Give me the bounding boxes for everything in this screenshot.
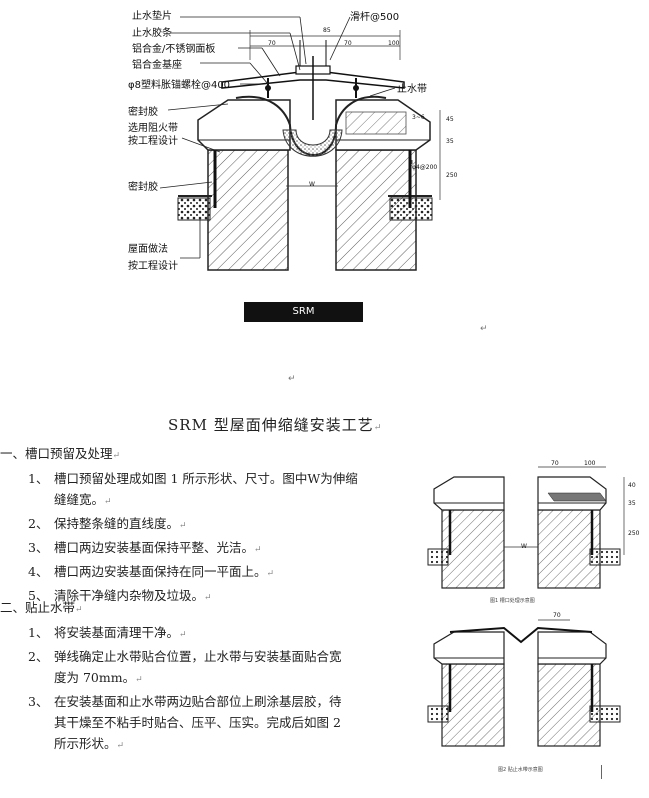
list-item-continuation: 其干燥至不粘手时贴合、压平、压实。完成后如图 2	[54, 715, 341, 730]
expansion-joint-section-diagram	[159, 16, 441, 271]
label-slide-bar: 滑杆@500	[350, 12, 400, 23]
dim-70-right: 70	[344, 40, 352, 47]
label-stop-pad: 止水垫片	[132, 11, 172, 22]
list-item: 4、槽口两边安装基面保持在同一平面上。↵	[28, 564, 275, 579]
fig1-dim-35: 35	[628, 500, 636, 507]
dim-35: 35	[446, 138, 454, 145]
label-alloy-panel: 铝合金/不锈钢面板	[132, 44, 216, 55]
list-item-continuation: 缝缝宽。↵	[54, 492, 112, 507]
srm-badge: SRM	[244, 302, 363, 322]
label-fire-strip: 选用阻火带	[128, 123, 178, 134]
fig1-dim-70: 70	[551, 460, 559, 467]
label-sealant-lower: 密封胶	[128, 182, 158, 193]
dim-bolt: φ4@200	[412, 164, 438, 171]
list-item: 3、槽口两边安装基面保持平整、光洁。↵	[28, 540, 262, 555]
list-item-continuation: 度为 70mm。↵	[54, 670, 143, 685]
paragraph-mark: ↵	[480, 324, 488, 334]
section-heading: 一、槽口预留及处理↵	[0, 446, 121, 461]
figure-1-caption: 图1 槽口处理示意图	[490, 598, 535, 604]
document-title: SRM 型屋面伸缩缝安装工艺↵	[168, 416, 383, 434]
section-2: 二、贴止水带↵ 1、将安装基面清理干净。↵ 2、弹线确定止水带贴合位置，止水带与…	[0, 599, 420, 757]
list-item: 2、保持整条缝的直线度。↵	[28, 516, 187, 531]
label-water-stop: 止水带	[397, 84, 427, 95]
fig2-dim-70: 70	[553, 612, 561, 619]
figure-2-water-stop-diagram	[427, 619, 621, 747]
fig1-dim-40: 40	[628, 482, 636, 489]
list-item: 5、清除干净缝内杂物及垃圾。↵	[28, 588, 212, 603]
section-heading: 二、贴止水带↵	[0, 600, 83, 615]
list-item: 2、弹线确定止水带贴合位置，止水带与安装基面贴合宽	[28, 649, 342, 664]
label-fire-strip-design: 按工程设计	[128, 136, 178, 147]
label-alloy-base: 铝合金基座	[132, 60, 182, 71]
dim-w: W	[309, 181, 315, 188]
list-item: 3、在安装基面和止水带两边贴合部位上刷涂基层胶，待	[28, 694, 342, 709]
fig1-dim-250: 250	[628, 530, 640, 537]
list-item: 1、将安装基面清理干净。↵	[28, 625, 187, 640]
fig1-dim-w: W	[521, 543, 527, 550]
label-roof-design: 按工程设计	[128, 261, 178, 272]
dim-100: 100	[388, 40, 400, 47]
dim-250: 250	[446, 172, 458, 179]
label-roof-method: 屋面做法	[128, 244, 168, 255]
label-stop-strip: 止水胶条	[132, 28, 172, 39]
dim-thickness: 3~6	[412, 114, 425, 121]
label-sealant: 密封胶	[128, 107, 158, 118]
fig1-dim-100: 100	[584, 460, 596, 467]
figure-1-groove-diagram	[427, 466, 625, 589]
section-1: 一、槽口预留及处理↵ 1、槽口预留处理成如图 1 所示形状、尺寸。图中W为伸缩 …	[0, 445, 420, 609]
paragraph-mark: ↵	[288, 374, 296, 384]
list-item-continuation: 所示形状。↵	[54, 736, 125, 751]
list-item: 1、槽口预留处理成如图 1 所示形状、尺寸。图中W为伸缩	[28, 471, 358, 486]
dim-45: 45	[446, 116, 454, 123]
dim-85: 85	[323, 27, 331, 34]
text-cursor	[601, 765, 602, 779]
dim-70-left: 70	[268, 40, 276, 47]
label-anchor-bolt: φ8塑料胀锚螺栓@400	[128, 80, 231, 91]
figure-2-caption: 图2 贴止水带示意图	[498, 767, 543, 773]
